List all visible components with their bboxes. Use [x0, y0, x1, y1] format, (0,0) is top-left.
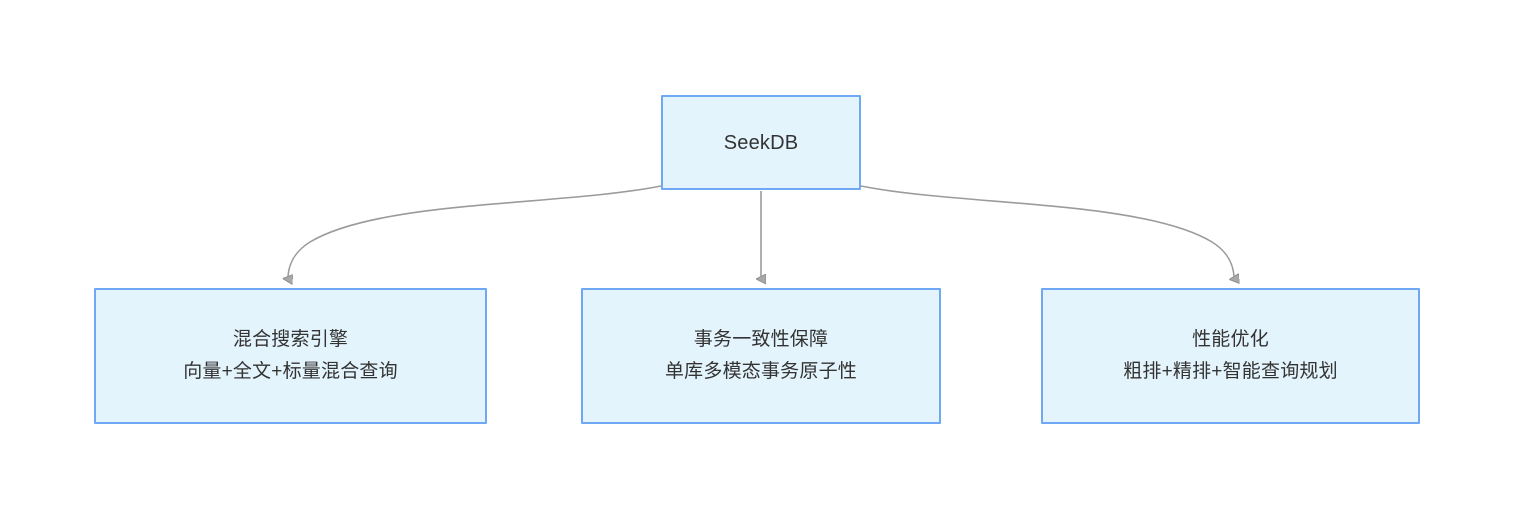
node-hybrid-search-engine-subtitle: 向量+全文+标量混合查询	[183, 361, 398, 382]
node-hybrid-search-engine-title: 混合搜索引擎	[232, 329, 349, 350]
node-transaction-consistency-title: 事务一致性保障	[693, 329, 829, 350]
node-hybrid-search-engine[interactable]: 混合搜索引擎 向量+全文+标量混合查询	[94, 288, 487, 424]
edge-root-to-performance	[860, 185, 1234, 276]
node-transaction-consistency-subtitle: 单库多模态事务原子性	[664, 361, 857, 382]
node-performance-optimization-subtitle: 粗排+精排+智能查询规划	[1123, 361, 1338, 382]
node-performance-optimization[interactable]: 性能优化 粗排+精排+智能查询规划	[1041, 288, 1420, 424]
node-seekdb[interactable]: SeekDB	[661, 95, 861, 190]
edge-root-to-search	[288, 185, 662, 276]
node-seekdb-label: SeekDB	[723, 131, 799, 154]
node-transaction-consistency[interactable]: 事务一致性保障 单库多模态事务原子性	[581, 288, 941, 424]
node-performance-optimization-title: 性能优化	[1192, 329, 1269, 350]
